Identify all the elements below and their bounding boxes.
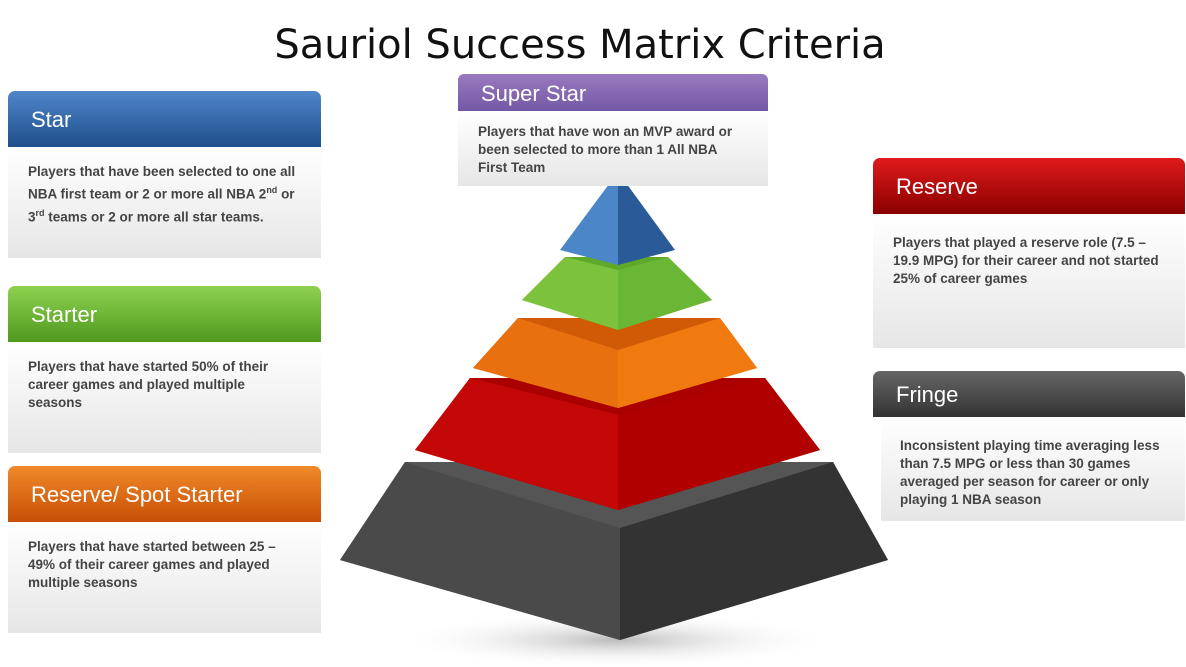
starter-text: Players that have started 50% of their c… bbox=[8, 342, 321, 453]
tier-fringe bbox=[340, 462, 888, 640]
slide-title: Sauriol Success Matrix Criteria bbox=[274, 22, 886, 68]
tier-starter bbox=[522, 257, 712, 330]
tier-spot-starter bbox=[473, 318, 757, 408]
spot-starter-text: Players that have started between 25 – 4… bbox=[8, 522, 321, 633]
tier-reserve bbox=[415, 378, 820, 510]
tier-superstar bbox=[560, 172, 675, 265]
superstar-text: Players that have won an MVP award or be… bbox=[458, 111, 768, 186]
superstar-header: Super Star bbox=[458, 74, 768, 111]
card-superstar: Super Star Players that have won an MVP … bbox=[458, 74, 768, 186]
reserve-header: Reserve bbox=[873, 158, 1185, 214]
card-reserve: Reserve Players that played a reserve ro… bbox=[873, 158, 1185, 348]
pyramid-shadow bbox=[395, 612, 835, 667]
fringe-header: Fringe bbox=[873, 371, 1185, 417]
star-text: Players that have been selected to one a… bbox=[8, 147, 321, 258]
spot-starter-header: Reserve/ Spot Starter bbox=[8, 466, 321, 522]
card-starter: Starter Players that have started 50% of… bbox=[8, 286, 321, 453]
starter-header: Starter bbox=[8, 286, 321, 342]
card-star: Star Players that have been selected to … bbox=[8, 91, 321, 258]
fringe-text: Inconsistent playing time averaging less… bbox=[881, 417, 1185, 521]
card-fringe: Fringe Inconsistent playing time averagi… bbox=[873, 371, 1185, 521]
reserve-text: Players that played a reserve role (7.5 … bbox=[873, 214, 1185, 348]
star-header: Star bbox=[8, 91, 321, 147]
card-spot-starter: Reserve/ Spot Starter Players that have … bbox=[8, 466, 321, 633]
